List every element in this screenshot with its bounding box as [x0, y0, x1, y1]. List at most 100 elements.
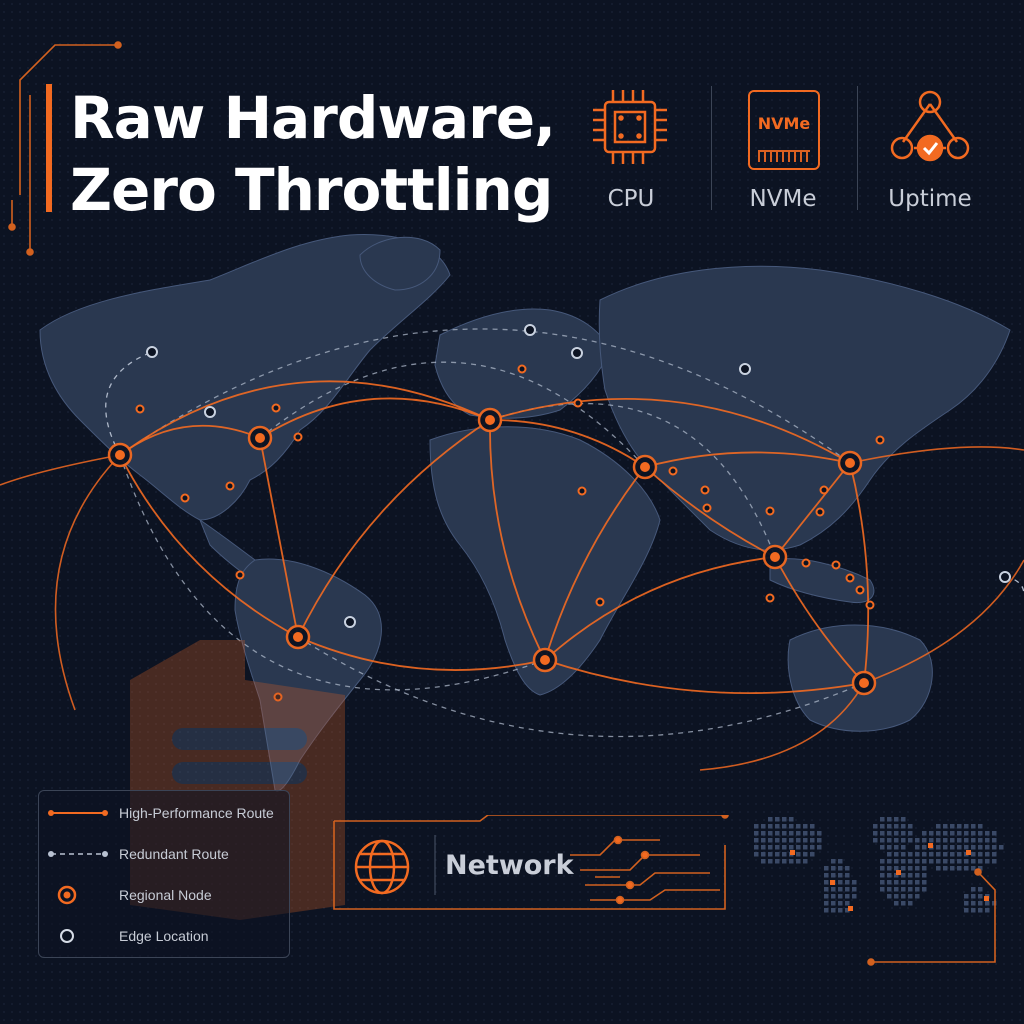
mini-map-dot: [971, 894, 976, 899]
mini-map-dot: [894, 866, 899, 871]
mini-map-dot: [943, 852, 948, 857]
mini-map-dot: [810, 838, 815, 843]
mini-map-dot: [789, 831, 794, 836]
mini-map-dot: [824, 894, 829, 899]
mini-map-dot: [971, 908, 976, 913]
mini-map-dot: [950, 845, 955, 850]
mini-map-dot: [880, 873, 885, 878]
mini-map-dot: [845, 866, 850, 871]
mini-map-dot: [761, 838, 766, 843]
mini-map-dot: [915, 859, 920, 864]
mini-map-dot: [768, 817, 773, 822]
mini-map-dot: [887, 894, 892, 899]
mini-map-dot: [908, 873, 913, 878]
asia: [598, 265, 1011, 551]
high-performance-route: [774, 462, 851, 558]
nvme-drive-icon: NVMe: [748, 90, 820, 170]
mini-map-dot: [922, 866, 927, 871]
mini-map-dot: [922, 845, 927, 850]
network-label: Network: [445, 850, 574, 881]
route-point: [845, 573, 855, 583]
mini-map-dot: [943, 866, 948, 871]
mini-map-dot: [824, 873, 829, 878]
mini-map-dot: [943, 831, 948, 836]
mini-map-dot: [901, 873, 906, 878]
route-point: [765, 593, 775, 603]
mini-map-dot: [873, 831, 878, 836]
mini-map-dot: [803, 838, 808, 843]
mini-map-dot: [964, 866, 969, 871]
nvme-badge-text: NVMe: [757, 114, 811, 133]
mini-map-dot: [789, 845, 794, 850]
mini-map-dot: [957, 866, 962, 871]
route-point: [819, 485, 829, 495]
mini-map-dot: [964, 901, 969, 906]
mini-map-dot: [978, 824, 983, 829]
mini-map-dot: [929, 831, 934, 836]
mini-map-dot: [789, 824, 794, 829]
mini-map-dot: [978, 845, 983, 850]
high-performance-route: [489, 419, 646, 468]
regional-node-core: [115, 450, 125, 460]
title-line-1: Raw Hardware,: [70, 84, 556, 152]
mini-map-dot: [985, 901, 990, 906]
mini-map-dot: [908, 866, 913, 871]
mini-map-dot: [894, 901, 899, 906]
mini-map-dot: [824, 866, 829, 871]
mini-map-dot: [817, 838, 822, 843]
mini-map-dot: [880, 831, 885, 836]
mini-map-dot: [908, 894, 913, 899]
mini-map-dot: [803, 845, 808, 850]
regional-node-core: [640, 462, 650, 472]
nvme-connector: [758, 150, 810, 162]
mini-map-dot: [971, 901, 976, 906]
mini-map-dot: [971, 859, 976, 864]
mini-map-dot: [915, 866, 920, 871]
mini-map-dot: [782, 852, 787, 857]
mini-map-dot: [978, 838, 983, 843]
high-performance-route: [297, 419, 491, 638]
mini-map-dot: [768, 859, 773, 864]
edge-location-symbol: [60, 929, 74, 943]
regional-node-core: [859, 678, 869, 688]
mini-map-dot: [845, 873, 850, 878]
mini-map-dot: [845, 880, 850, 885]
route-point: [573, 398, 583, 408]
mini-map-dot: [775, 845, 780, 850]
mini-map-dot: [761, 852, 766, 857]
mini-map-dot: [957, 852, 962, 857]
mini-map-dot: [978, 852, 983, 857]
mini-map-dot: [796, 838, 801, 843]
high-performance-route: [544, 466, 646, 661]
mini-map-dot: [901, 894, 906, 899]
mini-map-dot: [824, 887, 829, 892]
mini-map-dot: [782, 859, 787, 864]
mini-map-dot: [887, 824, 892, 829]
mini-map-dot: [964, 894, 969, 899]
mini-map-dot: [943, 859, 948, 864]
mini-map-dot: [761, 845, 766, 850]
mini-map-dot: [880, 817, 885, 822]
mini-map-dot: [978, 894, 983, 899]
high-performance-route: [54, 454, 121, 711]
mini-map-dot: [810, 852, 815, 857]
high-performance-route: [544, 556, 776, 661]
mini-map-dot: [922, 838, 927, 843]
mini-map-dot: [789, 859, 794, 864]
mini-map-dot: [796, 852, 801, 857]
feature-label-nvme: NVMe: [749, 186, 817, 212]
mini-map-dot: [992, 859, 997, 864]
mini-map-dot: [915, 873, 920, 878]
mini-map-dot: [901, 852, 906, 857]
legend-item-regional-node: Regional Node: [39, 883, 212, 907]
mini-map-dot: [838, 887, 843, 892]
mini-map-dot: [887, 866, 892, 871]
route-point: [700, 485, 710, 495]
mini-map-dot: [922, 887, 927, 892]
mini-map-dot: [894, 817, 899, 822]
mini-map-dot: [985, 838, 990, 843]
edge-location-node: [146, 346, 158, 358]
mini-map-dot: [880, 880, 885, 885]
mini-map-dot: [810, 845, 815, 850]
